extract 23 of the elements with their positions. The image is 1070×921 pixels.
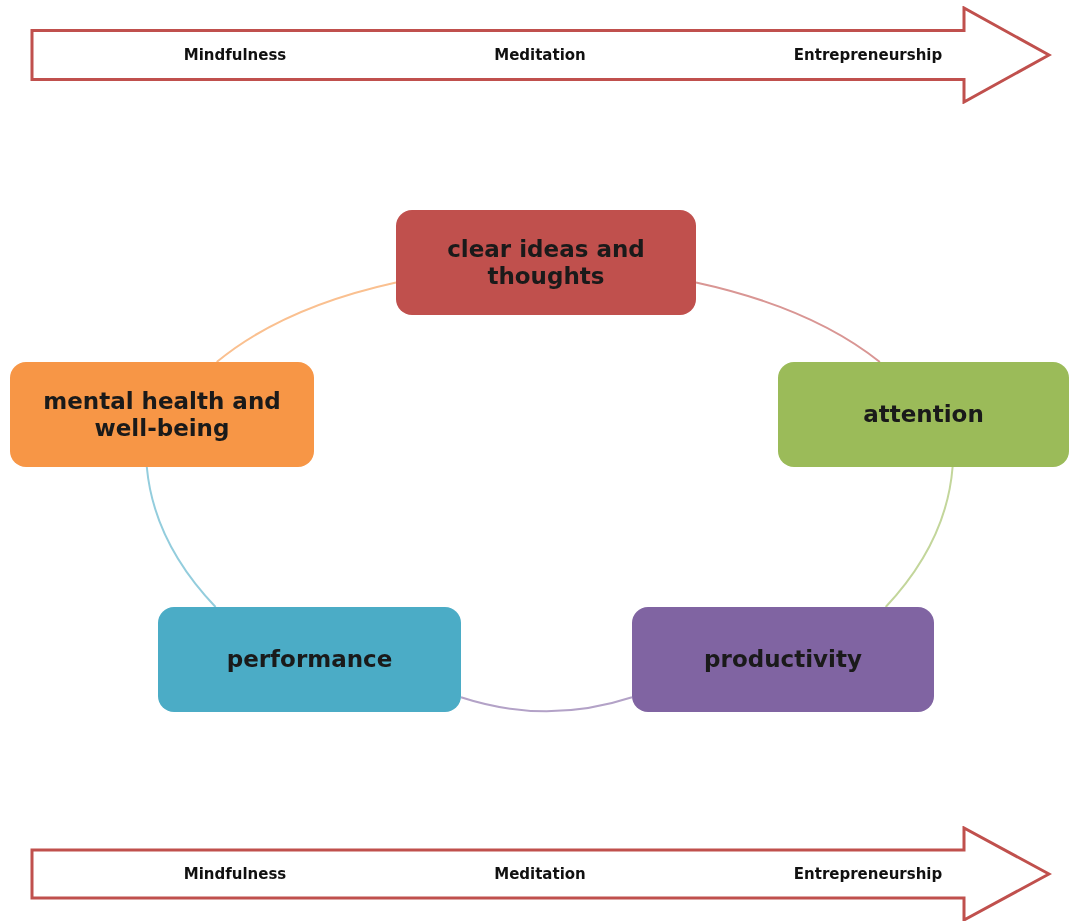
process-box <box>396 210 696 315</box>
connector-arc <box>884 466 954 608</box>
box-label: productivity <box>704 646 862 673</box>
arrow-label: Mindfulness <box>183 865 287 883</box>
connector-arc <box>145 466 217 608</box>
connector-arc <box>695 281 881 363</box>
process-box <box>10 362 314 467</box>
box-label: clear ideas and thoughts <box>446 235 646 290</box>
banner-arrow <box>30 6 1052 104</box>
box-label: mental health and well-being <box>42 387 282 442</box>
connector-arc <box>215 281 397 363</box>
arrow-label: Meditation <box>494 46 586 64</box>
arrow-label: Entrepreneurship <box>793 46 943 64</box>
process-box <box>158 607 461 712</box>
arrow-label: Meditation <box>494 865 586 883</box>
box-label: attention <box>863 401 984 428</box>
arrow-label: Entrepreneurship <box>793 865 943 883</box>
connector-arc <box>460 696 633 713</box>
arrow-label: Mindfulness <box>183 46 287 64</box>
box-label: performance <box>226 646 393 673</box>
process-box <box>778 362 1069 467</box>
banner-arrow <box>30 826 1052 921</box>
process-box <box>632 607 934 712</box>
